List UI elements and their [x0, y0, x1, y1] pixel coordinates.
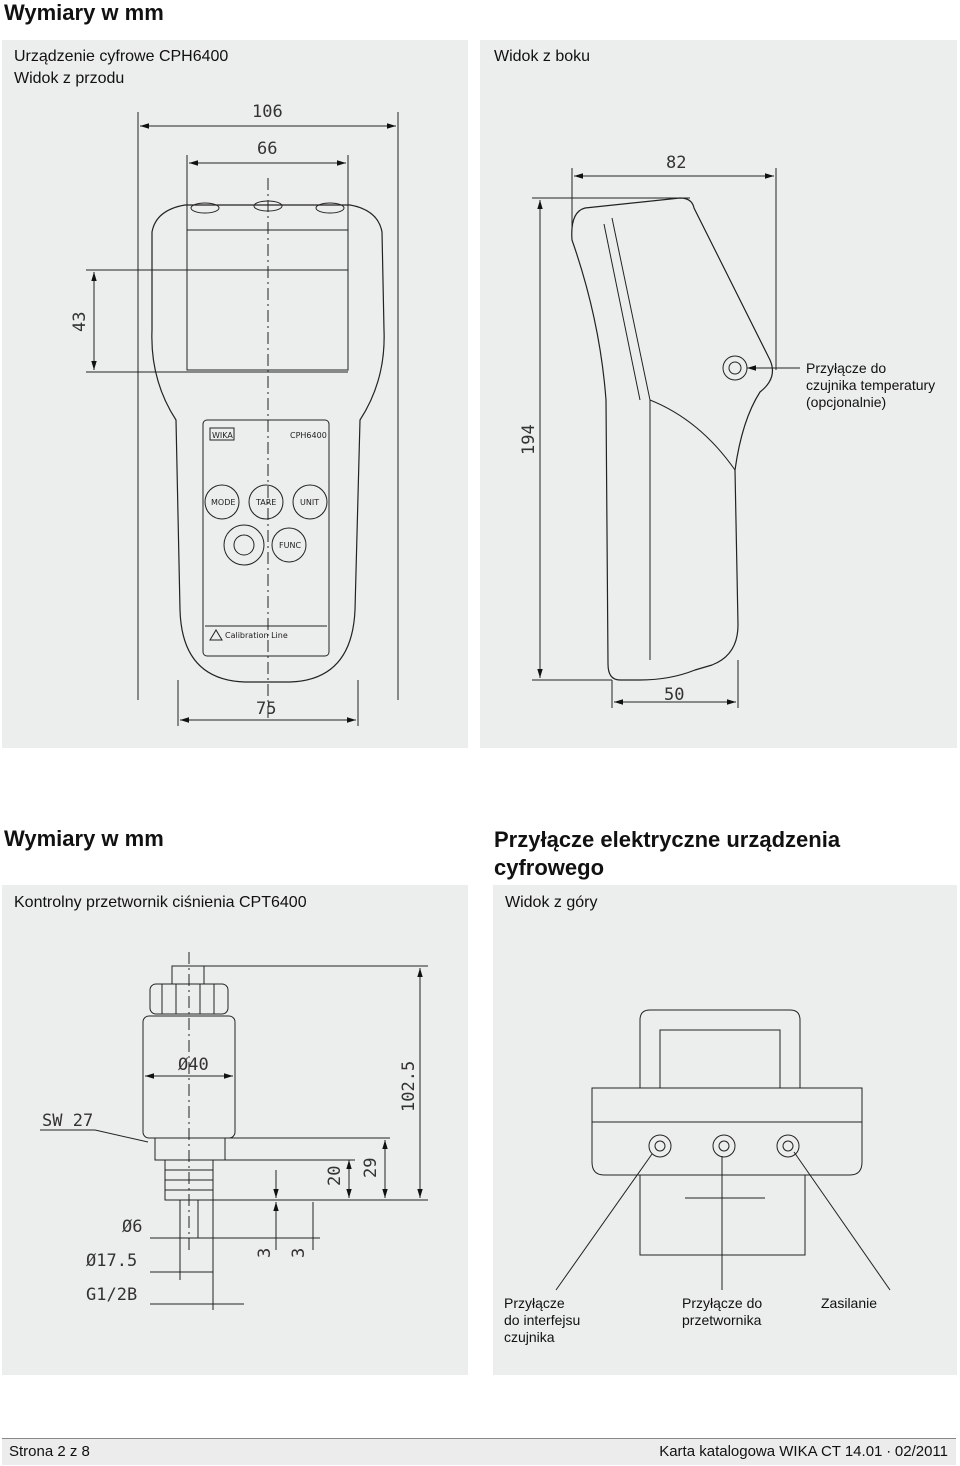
dim-82: 82	[666, 153, 686, 173]
tare-button-label: TARE	[255, 498, 276, 507]
transducer-and-connector-drawing: Ø40 102.5 SW 27 20 29 Ø6 Ø17.5 3 3 G1/2B	[40, 952, 891, 1310]
func-button-label: FUNC	[279, 541, 301, 550]
dim-phi40: Ø40	[178, 1055, 209, 1075]
dim-phi6: Ø6	[122, 1217, 142, 1237]
top-view-caption: Widok z góry	[505, 894, 598, 911]
catalog-reference: Karta katalogowa WIKA CT 14.01 ∙ 02/2011	[659, 1443, 948, 1460]
device-brand-label: WIKA	[212, 431, 233, 440]
dim-106: 106	[252, 102, 283, 122]
dim-194: 194	[519, 424, 539, 455]
transducer-connector-label: Przyłącze do przetwornika	[682, 1295, 763, 1328]
dim-29: 29	[361, 1158, 381, 1178]
dim-sw27: SW 27	[42, 1111, 93, 1131]
page-number: Strona 2 z 8	[9, 1443, 90, 1460]
dim-20: 20	[325, 1166, 345, 1186]
dim-3b: 3	[289, 1248, 309, 1258]
section-title-dimensions-2: Wymiary w mm	[4, 826, 164, 851]
dim-75: 75	[256, 699, 276, 719]
interface-connector-label: Przyłącze do interfejsu czujnika	[504, 1295, 581, 1345]
front-view-caption: Urządzenie cyfrowe CPH6400 Widok z przod…	[14, 48, 229, 87]
dim-thread: G1/2B	[86, 1285, 137, 1305]
section-title-electrical: Przyłącze elektryczne urządzenia cyfrowe…	[494, 827, 841, 880]
device-model-label: CPH6400	[290, 431, 327, 440]
device-drawing: 106 66 43 75 82 194 50 WIKA CPH6400 MODE…	[70, 102, 800, 726]
calibration-line-label: Calibration Line	[225, 631, 288, 640]
dim-phi17-5: Ø17.5	[86, 1251, 137, 1271]
dim-43: 43	[70, 312, 90, 332]
temp-connector-label: Przyłącze do czujnika temperatury (opcjo…	[806, 360, 936, 410]
unit-button-label: UNIT	[300, 498, 319, 507]
dim-50: 50	[664, 685, 684, 705]
mode-button-label: MODE	[211, 498, 235, 507]
top-view-panel	[493, 885, 957, 1375]
section-title-dimensions: Wymiary w mm	[4, 0, 164, 25]
front-view-panel	[2, 40, 468, 748]
dim-66: 66	[257, 139, 277, 159]
transducer-caption: Kontrolny przetwornik ciśnienia CPT6400	[14, 894, 307, 911]
dim-3a: 3	[255, 1248, 275, 1258]
power-connector-label: Zasilanie	[821, 1295, 878, 1311]
dim-102-5: 102.5	[399, 1061, 419, 1112]
side-view-caption: Widok z boku	[494, 48, 591, 65]
page-footer	[2, 1438, 956, 1465]
side-view-panel	[480, 40, 957, 748]
